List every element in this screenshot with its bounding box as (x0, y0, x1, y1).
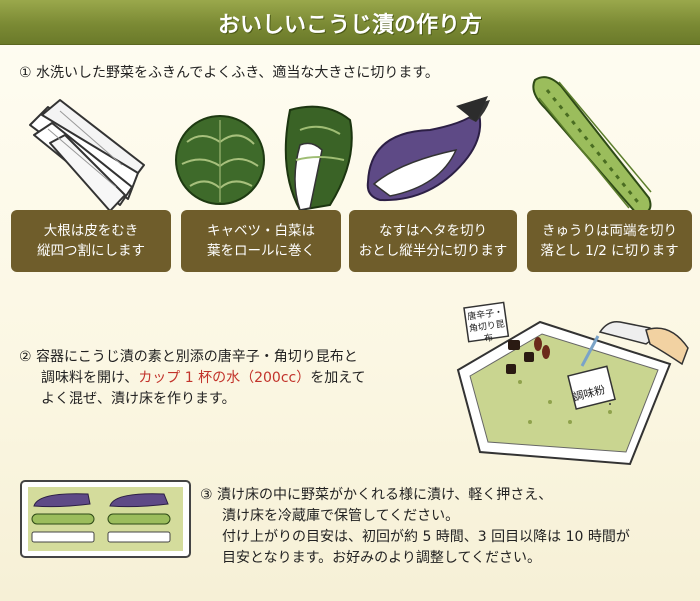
step2-line3: よく混ぜ、漬け床を作ります。 (41, 391, 236, 407)
eggplant-illustration (366, 96, 490, 202)
caption-eggplant-line2: おとし縦半分に切ります (358, 243, 508, 259)
step2-line2: 調味料を開け、カップ 1 杯の水（200cc）を加えて (19, 368, 439, 389)
caption-cabbage-line1: キャベツ・白菜は (207, 223, 315, 239)
caption-daikon: 大根は皮をむき 縦四つ割にします (11, 210, 171, 272)
step2-line2a: 調味料を開け、 (41, 370, 139, 386)
daikon-illustration (29, 99, 145, 212)
pepper-label-line2: 角切り昆布 (468, 319, 506, 345)
caption-eggplant-line1: なすはヘタを切り (379, 223, 487, 239)
step3-text: ③ 漬け床の中に野菜がかくれる様に漬け、軽く押さえ、 漬け床を冷蔵庫で保管してく… (200, 485, 690, 569)
caption-cucumber: きゅうりは両端を切り 落とし 1/2 に切ります (527, 210, 692, 272)
step2-line1: ② 容器にこうじ漬の素と別添の唐辛子・角切り昆布と (19, 349, 358, 365)
step2-line2b: を加えて (310, 370, 366, 386)
hakusai-illustration (284, 105, 353, 212)
step3-line4: 目安となります。お好みのより調整してください。 (222, 550, 542, 566)
step2-text: ② 容器にこうじ漬の素と別添の唐辛子・角切り昆布と 調味料を開け、カップ 1 杯… (19, 347, 439, 410)
step1-text: ① 水洗いした野菜をふきんでよくふき、適当な大きさに切ります。 (19, 65, 439, 81)
caption-cucumber-line1: きゅうりは両端を切り (542, 223, 677, 239)
caption-daikon-line2: 縦四つ割にします (37, 243, 145, 259)
title-bar: おいしいこうじ漬の作り方 (0, 0, 700, 44)
step3-line3: 付け上がりの目安は、初回が約 5 時間、3 回目以降は 10 時間が (222, 529, 630, 545)
caption-cabbage-line2: 葉をロールに巻く (207, 243, 315, 259)
cucumber-illustration (532, 76, 652, 216)
caption-daikon-line1: 大根は皮をむき (43, 223, 139, 239)
caption-cabbage: キャベツ・白菜は 葉をロールに巻く (181, 210, 341, 272)
caption-cucumber-line2: 落とし 1/2 に切ります (540, 243, 679, 259)
pepper-kombu-label: 唐辛子・ 角切り昆布 (463, 306, 512, 348)
step2-water-amount: カップ 1 杯の水（200cc） (138, 370, 311, 386)
page-title: おいしいこうじ漬の作り方 (217, 12, 482, 38)
caption-eggplant: なすはヘタを切り おとし縦半分に切ります (349, 210, 517, 272)
step3-line2: 漬け床を冷蔵庫で保管してください。 (222, 508, 460, 524)
cabbage-illustration (175, 115, 265, 205)
step3-line1: ③ 漬け床の中に野菜がかくれる様に漬け、軽く押さえ、 (200, 487, 553, 503)
tray-illustration (20, 480, 191, 558)
container-illustration (456, 301, 689, 466)
